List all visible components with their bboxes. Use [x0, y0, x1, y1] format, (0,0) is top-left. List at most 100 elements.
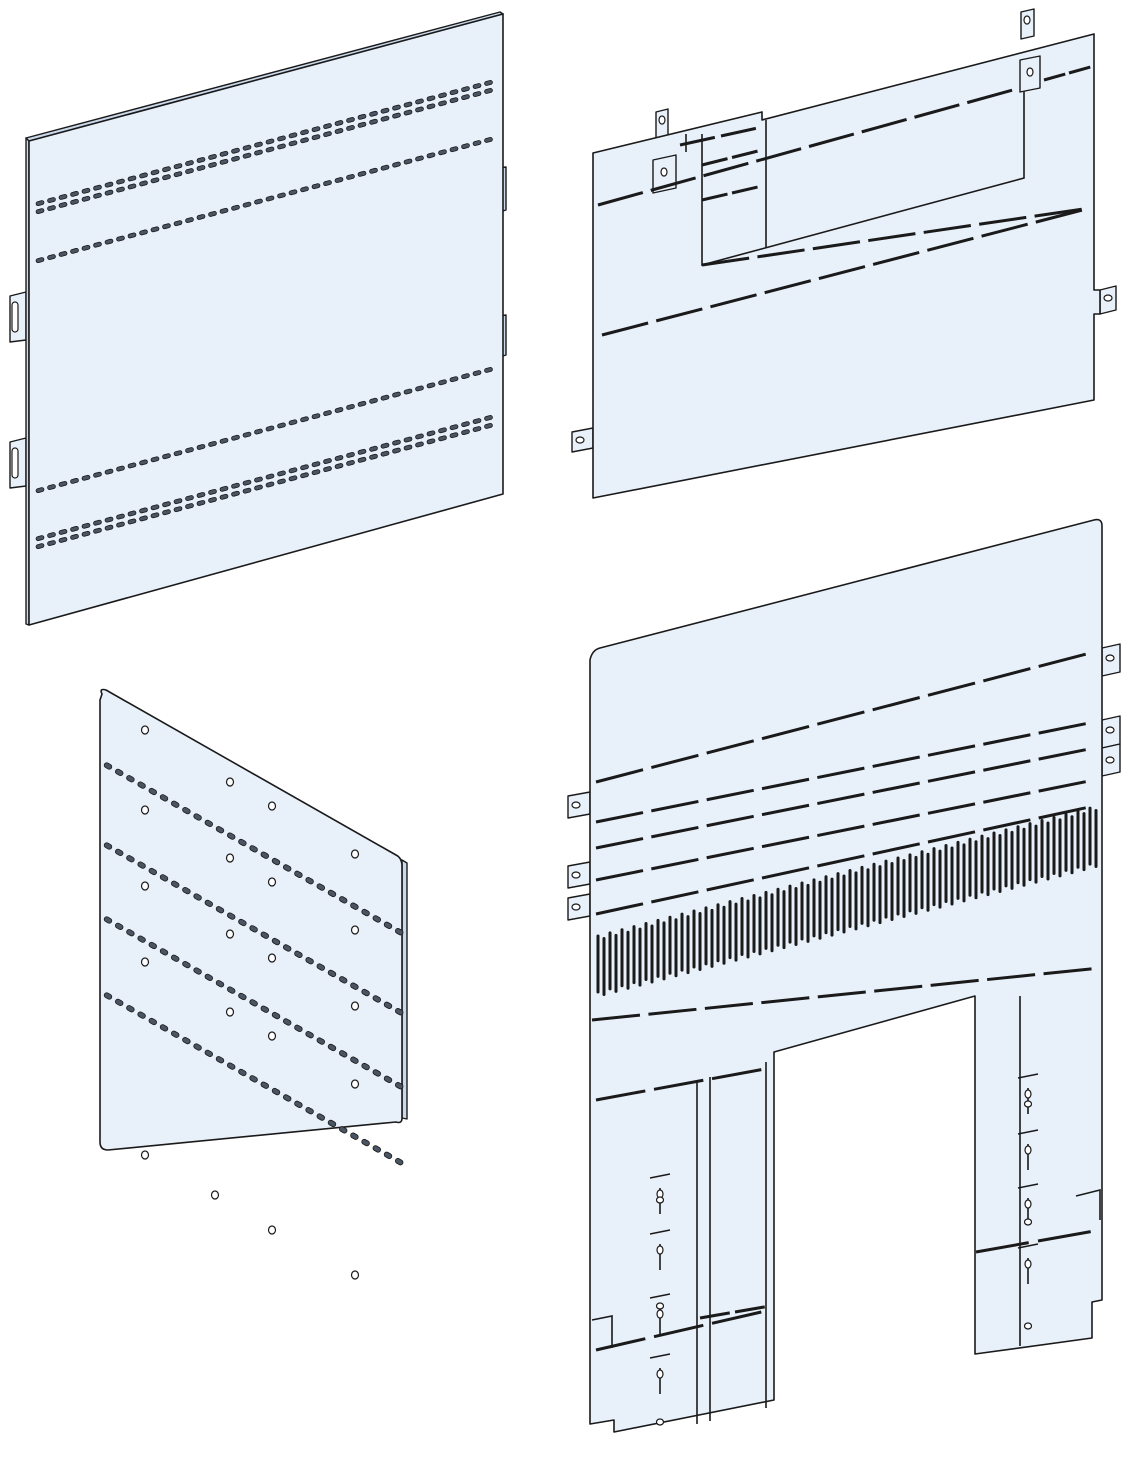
- score-segment: [927, 830, 976, 844]
- slot: [103, 842, 113, 850]
- slot: [93, 519, 102, 526]
- slot: [148, 941, 158, 950]
- slot: [415, 385, 424, 392]
- slot: [392, 104, 401, 111]
- slot: [260, 1005, 270, 1013]
- tab-hole: [1105, 654, 1115, 662]
- round-hole: [1023, 1322, 1033, 1330]
- score-segment: [651, 799, 699, 813]
- slot: [139, 507, 148, 514]
- slot: [357, 448, 367, 455]
- slot: [472, 91, 482, 97]
- slot: [346, 404, 355, 410]
- slot: [294, 870, 303, 878]
- slot: [81, 530, 91, 537]
- score-segment: [923, 224, 972, 234]
- slot: [170, 1030, 180, 1038]
- score-segment: [655, 307, 703, 323]
- slot: [461, 94, 470, 101]
- slot: [346, 125, 355, 131]
- slot: [103, 762, 113, 770]
- slot: [148, 787, 158, 796]
- slot: [438, 427, 447, 434]
- slot: [254, 428, 263, 435]
- slot: [249, 999, 258, 1007]
- round-hole: [1023, 1218, 1033, 1226]
- slot: [170, 800, 180, 808]
- slot: [372, 1069, 382, 1077]
- mounting-hole: [350, 925, 360, 935]
- slot: [249, 925, 258, 933]
- mounting-hole: [140, 805, 150, 815]
- slot: [104, 181, 114, 188]
- slot: [265, 425, 275, 432]
- slot: [35, 543, 45, 550]
- slot: [346, 460, 355, 466]
- slot: [334, 120, 344, 126]
- slot: [472, 370, 482, 376]
- score-segment: [706, 788, 754, 802]
- slot: [127, 232, 137, 239]
- slot: [70, 533, 79, 540]
- slot: [150, 512, 160, 519]
- tab-hole: [1105, 726, 1115, 734]
- slot: [70, 525, 79, 532]
- slot: [271, 1011, 281, 1020]
- score-segment: [872, 755, 920, 768]
- slot: [472, 83, 482, 89]
- slot: [173, 171, 183, 178]
- mounting-hole: [140, 725, 150, 735]
- score-segment: [872, 696, 921, 712]
- slot: [334, 463, 344, 469]
- score-segment: [817, 824, 865, 838]
- keyhole-hole: [1024, 1259, 1032, 1269]
- slot: [126, 855, 135, 863]
- slot: [449, 432, 459, 439]
- score-segment: [595, 902, 644, 916]
- slot: [282, 1018, 292, 1026]
- slot: [70, 198, 79, 205]
- slot: [204, 973, 214, 981]
- slot: [271, 857, 281, 866]
- slot: [173, 220, 183, 227]
- slot: [403, 444, 413, 451]
- slot: [137, 781, 146, 789]
- slot: [282, 1094, 292, 1102]
- slot: [196, 492, 206, 498]
- slot: [139, 180, 148, 187]
- slot: [150, 504, 160, 511]
- keyhole-bar: [1017, 1243, 1039, 1249]
- slot: [196, 157, 206, 163]
- slot: [150, 456, 160, 463]
- slot: [150, 177, 160, 184]
- slot: [47, 197, 56, 203]
- slot: [116, 178, 125, 185]
- slot: [282, 864, 292, 872]
- score-segment: [761, 835, 810, 849]
- round-hole: [655, 1302, 665, 1310]
- mounting-hole: [210, 1190, 220, 1200]
- slot: [392, 391, 401, 398]
- slot: [394, 1008, 404, 1016]
- slot: [438, 149, 447, 156]
- slot: [449, 97, 459, 104]
- slot: [182, 1036, 191, 1045]
- slot: [93, 241, 102, 248]
- score-segment: [701, 192, 728, 202]
- round-hole: [655, 1418, 665, 1426]
- slot: [288, 132, 298, 139]
- slot: [193, 813, 202, 821]
- plate-bottom-left: [99, 688, 408, 1280]
- score-segment: [981, 222, 1029, 238]
- slot: [47, 254, 56, 260]
- score-segment: [761, 724, 810, 741]
- slot: [58, 194, 68, 200]
- slot: [311, 469, 321, 476]
- slot: [70, 190, 79, 197]
- slot: [70, 477, 79, 484]
- score-segment: [982, 667, 1031, 683]
- score-segment: [1043, 967, 1092, 976]
- slot: [148, 1017, 158, 1026]
- slot: [327, 889, 337, 898]
- score-segment: [701, 157, 728, 167]
